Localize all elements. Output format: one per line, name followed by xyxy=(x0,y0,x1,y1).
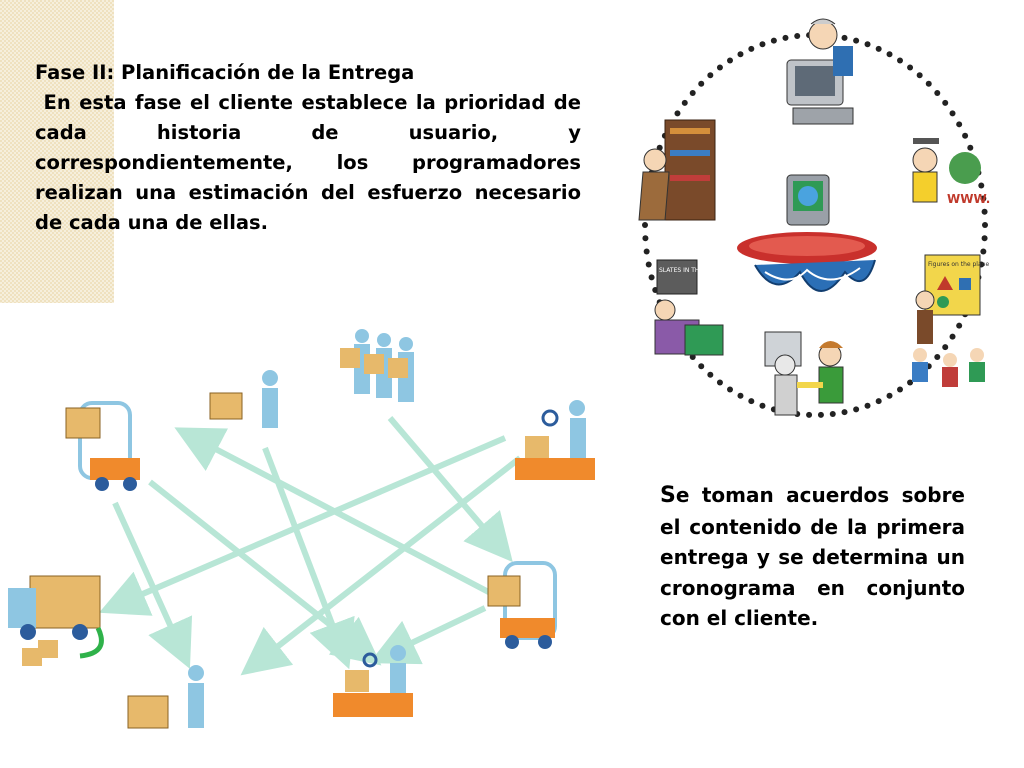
agreement-note: Se toman acuerdos sobre el contenido de … xyxy=(660,480,965,634)
ring-dot xyxy=(689,90,696,97)
ring-dot xyxy=(648,274,655,281)
ring-dot xyxy=(925,80,932,87)
forklift-icon xyxy=(65,401,140,491)
ring-dot xyxy=(782,34,789,41)
team-workers-icon xyxy=(340,329,414,402)
ring-dot xyxy=(962,132,969,139)
ring-dot xyxy=(864,41,871,48)
ring-dot xyxy=(645,261,652,268)
www-badge: WWW. xyxy=(947,192,990,206)
intro-paragraph: En esta fase el cliente establece la pri… xyxy=(35,91,581,234)
ring-dot xyxy=(841,34,848,41)
ring-dot xyxy=(698,363,705,370)
ring-dot xyxy=(967,144,974,151)
decorative-side-strip xyxy=(0,0,114,303)
ring-dot xyxy=(934,90,941,97)
ring-dot xyxy=(737,51,744,58)
ring-dot xyxy=(942,99,949,106)
ring-dot xyxy=(982,222,988,228)
worker-packing-icon xyxy=(127,665,204,729)
ring-dot xyxy=(864,402,871,409)
ring-dot xyxy=(916,72,923,79)
ring-dot xyxy=(716,379,723,386)
ring-dot xyxy=(934,353,941,360)
assembly-station-icon xyxy=(333,645,413,717)
logistics-network-clipart xyxy=(8,329,595,729)
ring-dot xyxy=(707,72,714,79)
ring-dot xyxy=(716,64,723,71)
ring-dot xyxy=(681,99,688,106)
teacher-board-icon: Figures on the plane xyxy=(912,254,989,387)
ring-dot xyxy=(759,41,766,48)
ring-dot xyxy=(817,411,824,418)
handshake-icon xyxy=(764,331,844,416)
ring-dot xyxy=(875,45,882,52)
ring-dot xyxy=(642,222,648,228)
ring-dot xyxy=(907,64,914,71)
ring-dot xyxy=(956,121,963,128)
ring-dot xyxy=(643,248,650,255)
agreement-note-initial: S xyxy=(660,483,676,508)
ring-dot xyxy=(897,57,903,64)
ring-dot xyxy=(770,37,777,44)
ring-dot xyxy=(853,37,860,44)
ring-dot xyxy=(642,235,649,242)
person-computer-icon xyxy=(786,18,854,125)
ring-dot xyxy=(956,322,963,329)
ring-dot xyxy=(980,248,987,255)
delivery-truck-icon xyxy=(8,575,104,666)
slide-title: Fase II: Planificación de la Entrega xyxy=(35,61,415,84)
student-globe-icon: WWW. xyxy=(912,138,990,206)
reader-bookshelf-icon xyxy=(638,119,716,221)
students-books-icon: SLATES IN THE TREE xyxy=(654,259,724,356)
ring-dot xyxy=(981,235,988,242)
worker-box-icon xyxy=(209,370,278,428)
board-label: Figures on the plane xyxy=(928,261,989,268)
ring-dot xyxy=(829,410,836,417)
ring-dot xyxy=(907,379,914,386)
flow-arrows xyxy=(98,416,522,676)
agreement-note-text: e toman acuerdos sobre el contenido de l… xyxy=(660,483,965,630)
ring-dot xyxy=(806,411,813,418)
ring-dot xyxy=(978,182,985,189)
ring-dot xyxy=(886,51,893,58)
ring-dot xyxy=(707,371,714,378)
ring-dot xyxy=(794,33,801,40)
ring-dot xyxy=(942,344,949,351)
ring-dot xyxy=(727,57,733,64)
book-label: SLATES IN THE TREE xyxy=(659,267,721,274)
central-computer-icon xyxy=(737,174,877,292)
forklift-right-icon xyxy=(487,561,557,649)
ring-dot xyxy=(980,195,987,202)
ring-dot xyxy=(748,398,755,405)
ring-dot xyxy=(748,45,755,52)
ring-dot xyxy=(875,398,882,405)
ring-dot xyxy=(981,208,988,215)
ring-dot xyxy=(886,392,893,399)
ring-dot xyxy=(949,333,956,340)
ring-dot xyxy=(853,406,860,413)
ring-dot xyxy=(759,402,766,409)
collaboration-clipart: WWW. SLATES IN THE TREE Figures on the p… xyxy=(638,18,990,418)
ring-dot xyxy=(674,110,681,117)
intro-paragraph-text: En esta fase el cliente establece la pri… xyxy=(35,91,581,234)
ring-dot xyxy=(841,409,848,416)
inspection-station-icon xyxy=(515,400,595,480)
intro-text-block: Fase II: Planificación de la Entrega En … xyxy=(35,58,581,238)
ring-dot xyxy=(949,110,956,117)
ring-dot xyxy=(698,80,705,87)
ring-dot xyxy=(727,386,733,393)
ring-dot xyxy=(897,386,903,393)
ring-dot xyxy=(737,392,744,399)
